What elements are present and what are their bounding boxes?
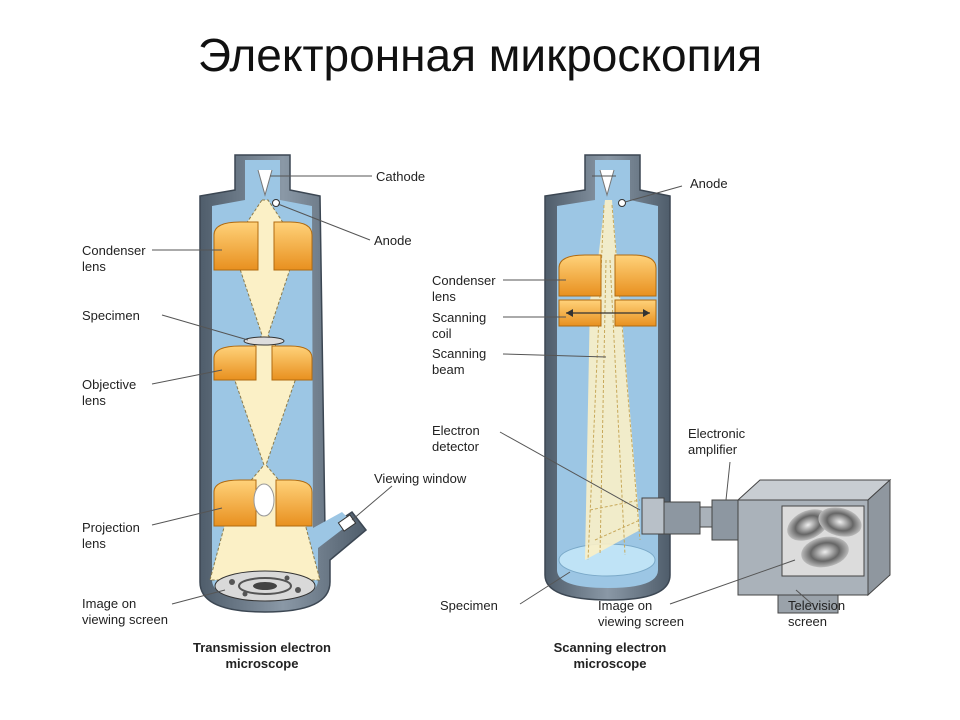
sem-label-amplifier-1: Electronic — [688, 426, 746, 441]
sem-electronic-amplifier — [699, 499, 741, 541]
sem-label-coil-1: Scanning — [432, 310, 486, 325]
sem-label-coil-2: coil — [432, 326, 452, 341]
sem-label-condenser-1: Condenser — [432, 273, 496, 288]
sem-label-condenser-2: lens — [432, 289, 456, 304]
sem-label-tv-2: screen — [788, 614, 827, 629]
page-title: Электронная микроскопия — [197, 29, 763, 81]
tem-label-viewing-window: Viewing window — [374, 471, 467, 486]
tem-viewing-screen — [214, 570, 316, 602]
tem-caption-2: microscope — [226, 656, 299, 671]
sem-condenser-lens — [558, 254, 657, 297]
sem-microscope: Anode Condenser lens Scanning coil Scann… — [432, 154, 892, 671]
tem-label-condenser-1: Condenser — [82, 243, 146, 258]
sem-caption-1: Scanning electron — [554, 640, 667, 655]
sem-electron-detector — [641, 497, 701, 535]
sem-label-amplifier-2: amplifier — [688, 442, 738, 457]
sem-caption-2: microscope — [574, 656, 647, 671]
sem-label-image-2: viewing screen — [598, 614, 684, 629]
sem-label-detector-2: detector — [432, 439, 480, 454]
tem-projection-lens — [213, 479, 313, 527]
sem-label-image-1: Image on — [598, 598, 652, 613]
tem-label-specimen: Specimen — [82, 308, 140, 323]
tem-label-image-2: viewing screen — [82, 612, 168, 627]
sem-specimen — [558, 543, 656, 577]
tem-objective-lens — [213, 345, 313, 381]
tem-specimen — [243, 336, 285, 346]
tem-label-projection-2: lens — [82, 536, 106, 551]
sem-label-anode: Anode — [690, 176, 728, 191]
sem-label-beam-1: Scanning — [432, 346, 486, 361]
tem-label-objective-1: Objective — [82, 377, 136, 392]
tem-microscope: Cathode Anode Condenser lens Specimen Ob… — [82, 154, 467, 671]
tem-label-anode: Anode — [374, 233, 412, 248]
tem-condenser-lens — [213, 221, 313, 271]
sem-label-specimen: Specimen — [440, 598, 498, 613]
tem-label-cathode: Cathode — [376, 169, 425, 184]
tem-caption-1: Transmission electron — [193, 640, 331, 655]
sem-scanning-coil — [558, 299, 657, 327]
tem-label-image-1: Image on — [82, 596, 136, 611]
tem-label-condenser-2: lens — [82, 259, 106, 274]
sem-label-beam-2: beam — [432, 362, 465, 377]
sem-label-tv-1: Television — [788, 598, 845, 613]
sem-television-screen — [736, 478, 892, 614]
tem-label-projection-1: Projection — [82, 520, 140, 535]
sem-label-detector-1: Electron — [432, 423, 480, 438]
tem-label-objective-2: lens — [82, 393, 106, 408]
